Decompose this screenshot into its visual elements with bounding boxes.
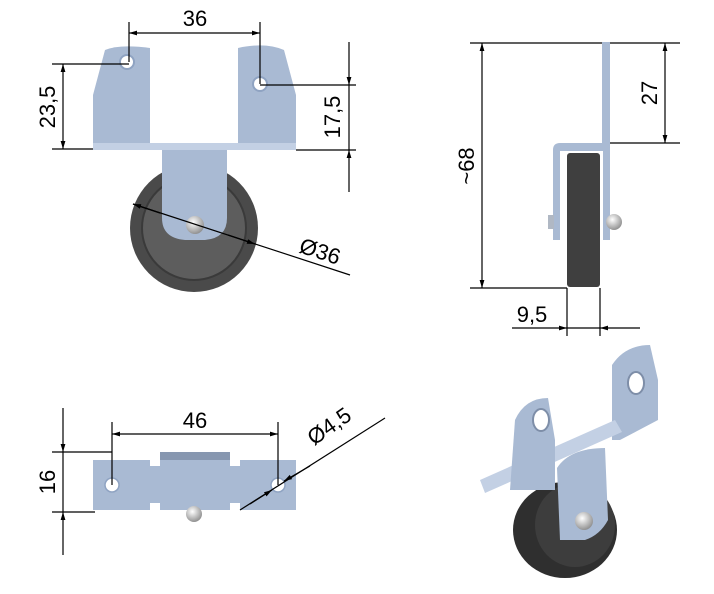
- top-axle-ball: [186, 506, 202, 522]
- iso-fork: [557, 448, 608, 540]
- front-view: 36 23,5 17,5 Ø36: [35, 6, 356, 292]
- top-fork: [160, 452, 230, 460]
- dim-plate-height: 27: [637, 81, 662, 105]
- mount-plate-edge: [602, 42, 610, 145]
- right-tab: [238, 45, 296, 150]
- axle-nut-left: [548, 215, 554, 229]
- dim-left-hole-height: 23,5: [35, 86, 60, 129]
- axle-ball-right: [606, 214, 622, 230]
- iso-axle-ball: [575, 512, 593, 530]
- top-plate: [93, 460, 296, 510]
- top-view: 46 16 Ø4,5: [35, 402, 386, 555]
- dim-total-height: ~68: [454, 147, 479, 184]
- isometric-view: [480, 345, 658, 578]
- axle-ball: [186, 216, 204, 234]
- dim-wheel-width: 9,5: [517, 302, 548, 327]
- dim-wheel-diameter: Ø36: [296, 233, 343, 270]
- bracket: [553, 143, 610, 240]
- base-plate: [93, 143, 296, 150]
- dim-plate-depth: 16: [35, 470, 60, 494]
- fork: [162, 143, 227, 240]
- side-view: ~68 27 9,5: [454, 42, 680, 336]
- dim-right-hole-height: 17,5: [320, 96, 345, 139]
- left-hole: [119, 54, 135, 70]
- left-tab: [93, 46, 150, 150]
- dim-front-hole-spacing: 36: [183, 6, 207, 31]
- iso-left-tab: [510, 398, 555, 490]
- wheel-side: [567, 153, 600, 287]
- dim-hole-diameter: Ø4,5: [303, 402, 356, 450]
- dim-top-hole-spacing: 46: [183, 408, 207, 433]
